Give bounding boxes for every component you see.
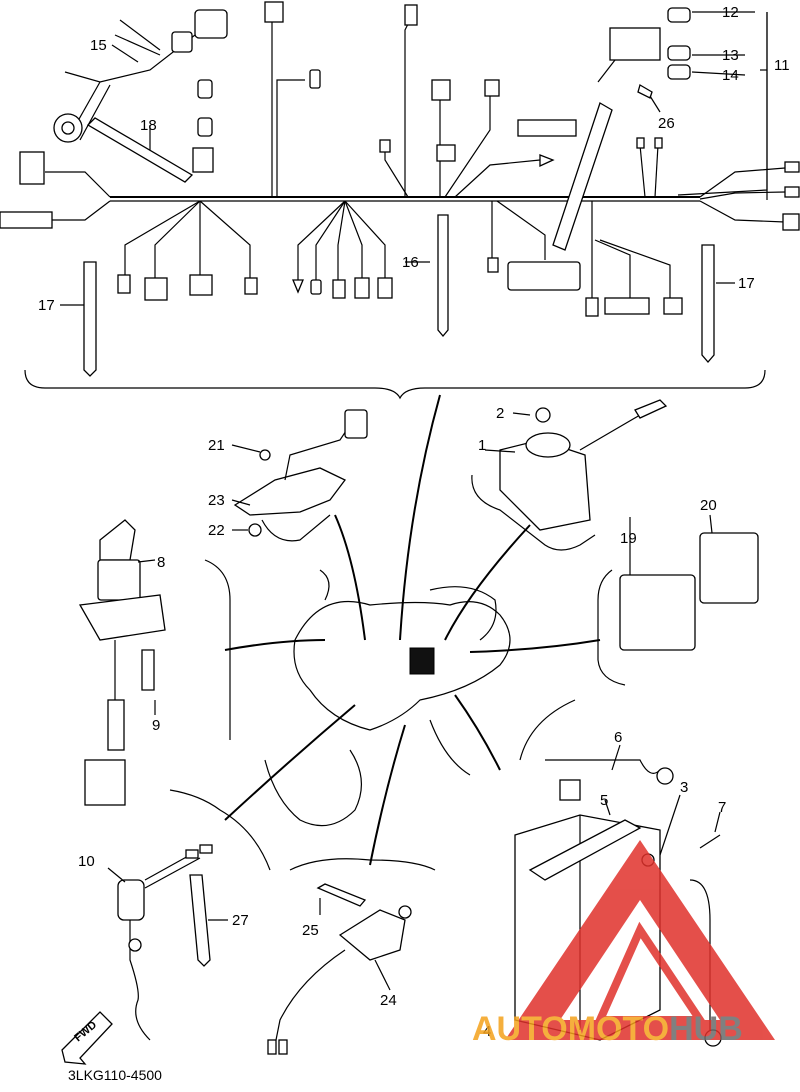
- callout-4: 4: [483, 1023, 491, 1040]
- neutral-switch-group: FWD: [61, 789, 271, 1065]
- callout-18: 18: [140, 117, 157, 134]
- callout-1: 1: [478, 437, 486, 454]
- callout-2: 2: [496, 405, 504, 422]
- callout-5: 5: [600, 792, 608, 809]
- callout-20: 20: [700, 497, 717, 514]
- callout-11: 11: [774, 57, 790, 74]
- callout-25: 25: [302, 922, 319, 939]
- catalog-code: 3LKG110-4500: [68, 1067, 162, 1083]
- svg-text:AUTOMOTOHUB: AUTOMOTOHUB: [472, 1010, 743, 1048]
- callout-14: 14: [722, 67, 739, 84]
- callouts: 1 2 3 4 5 6 7 8 9 10 11 12 13 14 15 16 1…: [38, 4, 790, 1040]
- callout-9: 9: [152, 717, 160, 734]
- callout-7: 7: [718, 799, 726, 816]
- main-switch-group: [78, 519, 231, 806]
- starter-relay-group: [471, 399, 668, 551]
- bracket-group: [231, 409, 368, 542]
- callout-17-left: 17: [38, 297, 55, 314]
- watermark-auto: AUTO: [472, 1010, 568, 1048]
- callout-15: 15: [90, 37, 107, 54]
- callout-21: 21: [208, 437, 225, 454]
- watermark-triangle-logo: [505, 840, 775, 1040]
- callout-8: 8: [157, 554, 165, 571]
- motorcycle-outline: [224, 394, 601, 866]
- wire-harness: [0, 1, 800, 400]
- callout-3: 3: [680, 779, 688, 796]
- callout-19: 19: [620, 530, 637, 547]
- callout-12: 12: [722, 4, 739, 21]
- automotohub-watermark: AUTOMOTOHUB: [472, 840, 775, 1048]
- relay-units-group: [597, 514, 759, 686]
- watermark-hub: HUB: [669, 1010, 743, 1048]
- callout-22: 22: [208, 522, 225, 539]
- callout-10: 10: [78, 853, 95, 870]
- stop-switch-group: [267, 858, 436, 1055]
- callout-17-right: 17: [738, 275, 755, 292]
- callout-23: 23: [208, 492, 225, 509]
- callout-13: 13: [722, 47, 739, 64]
- watermark-moto: MOTO: [568, 1010, 669, 1048]
- callout-24: 24: [380, 992, 397, 1009]
- callout-6: 6: [614, 729, 622, 746]
- callout-26: 26: [658, 115, 675, 132]
- callout-16: 16: [402, 254, 419, 271]
- callout-27: 27: [232, 912, 249, 929]
